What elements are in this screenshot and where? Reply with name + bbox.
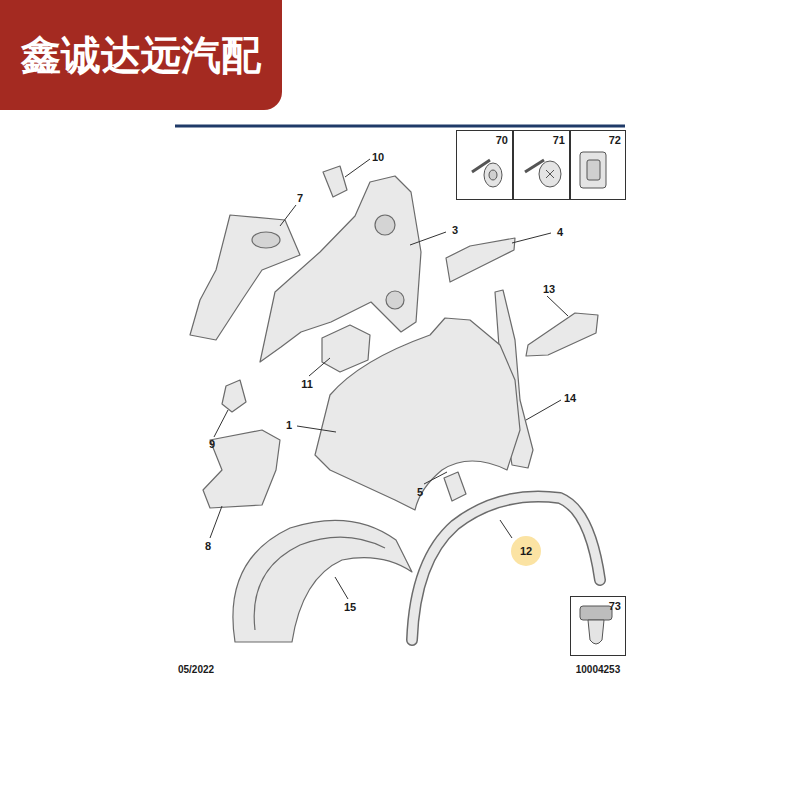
callout-number: 4 (557, 227, 563, 238)
callout-number: 3 (452, 225, 458, 236)
fender-part (315, 318, 520, 510)
leader-line (345, 159, 370, 177)
leader-line (500, 520, 512, 538)
fastener-box: 70 (456, 130, 513, 200)
shop-banner: 鑫诚达远汽配 (0, 0, 282, 110)
leader-line (297, 426, 336, 432)
arch-trim-part (412, 497, 600, 640)
leader-line (547, 296, 568, 316)
bracket-part (323, 166, 347, 197)
leader-line (512, 233, 551, 243)
fastener-box: 72 (570, 130, 626, 200)
bracket-part (222, 380, 246, 412)
panel-part (203, 430, 280, 508)
callout-number: 11 (301, 379, 313, 390)
callout-number: 13 (543, 284, 555, 295)
apron-hole (386, 291, 404, 309)
callout-number: 8 (205, 541, 211, 552)
screw-recess (489, 170, 497, 180)
callout-number: 15 (344, 602, 356, 613)
apron-hole (375, 215, 395, 235)
callout-number: 70 (496, 134, 508, 146)
clip-body (588, 620, 604, 644)
leader-line (424, 472, 447, 484)
callout-number: 73 (609, 600, 621, 612)
clip-nut (580, 152, 606, 188)
wheel-liner-part (233, 520, 412, 642)
callout-number: 71 (553, 134, 565, 146)
callout-number: 9 (209, 439, 215, 450)
callout-number: 12 (520, 545, 532, 557)
sheet-code: 05/2022 (178, 665, 214, 675)
screw-head (539, 161, 561, 187)
callout-number: 1 (286, 420, 292, 431)
leader-line (335, 577, 348, 599)
rail-mount (252, 232, 280, 248)
arch-trim-outline (412, 497, 600, 640)
liner-rib (254, 537, 385, 630)
leader-line (309, 358, 330, 376)
fastener-box: 73 (570, 596, 626, 656)
header-rule (175, 125, 625, 128)
callout-number: 10 (372, 152, 384, 163)
shop-name: 鑫诚达远汽配 (21, 28, 261, 83)
clip-cap (580, 606, 612, 620)
leader-line (280, 205, 296, 226)
bracket-part (446, 238, 515, 282)
fastener-box: 71 (513, 130, 570, 200)
clip-nut-hole (587, 160, 600, 180)
callout-number: 72 (609, 134, 621, 146)
bracket-part (444, 472, 466, 501)
callout-number: 14 (564, 393, 576, 404)
sheet-code: 10004253 (576, 665, 621, 675)
highlight-circle: 12 (511, 536, 541, 566)
leader-line (214, 410, 228, 437)
screw-recess (546, 170, 554, 178)
leader-line (210, 506, 222, 538)
callout-number: 7 (297, 193, 303, 204)
callout-number: 5 (417, 487, 423, 498)
leader-line (410, 232, 446, 245)
leader-line (526, 400, 561, 420)
trim-part (526, 313, 598, 356)
bracket-part (322, 325, 370, 372)
screw-head (484, 163, 502, 187)
